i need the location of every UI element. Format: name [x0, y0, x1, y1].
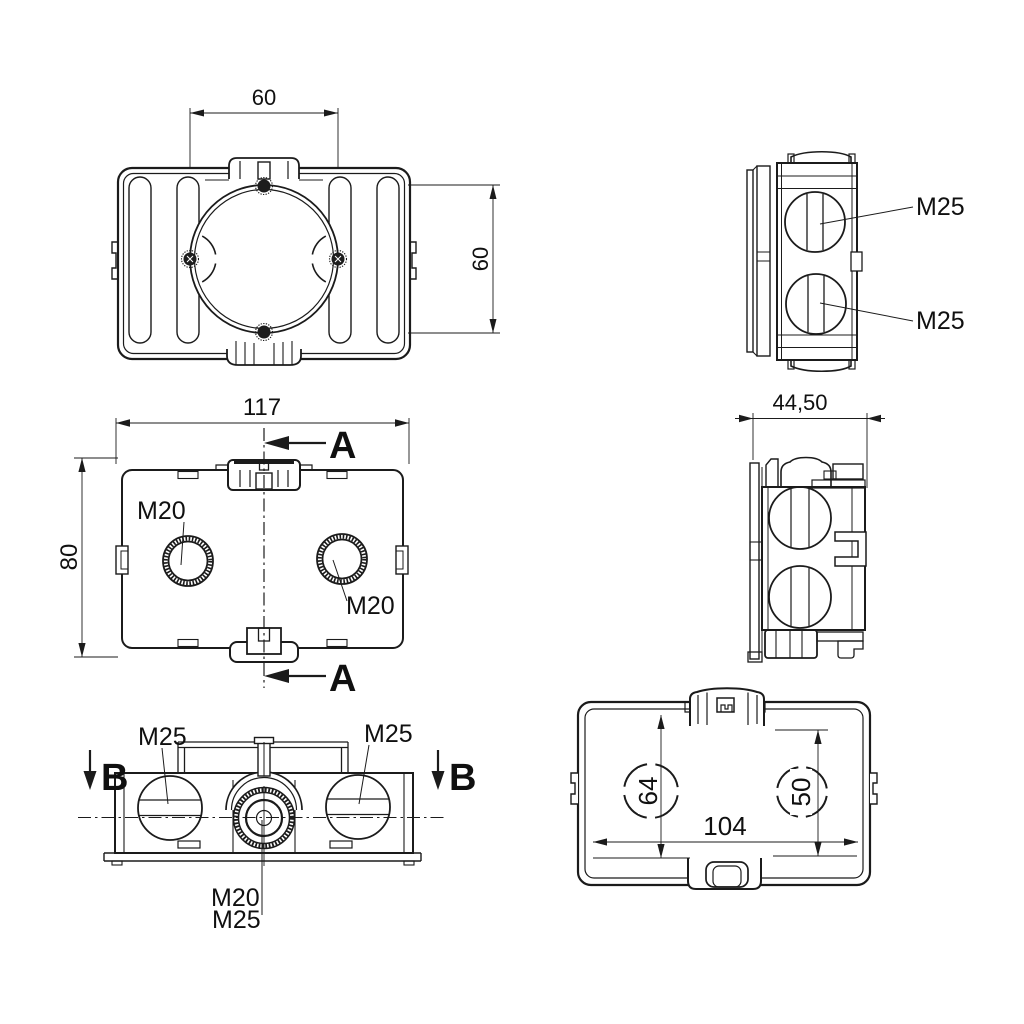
dim-back-span: 104	[593, 811, 858, 846]
dim-top-circle: 60	[408, 184, 500, 334]
leader-m25-bottom	[819, 302, 914, 322]
top-tab-latch	[257, 161, 271, 180]
knockout-m20-left	[162, 535, 214, 587]
label-m25-bottom: M25	[916, 307, 965, 335]
section-label-b-right: B	[449, 757, 476, 799]
section-arrow-a-top: A	[264, 425, 356, 467]
knockout-circle-top	[768, 486, 832, 550]
recess-circle-64	[623, 763, 679, 819]
side-bottom-tab	[790, 360, 852, 373]
dim-recess-left-label: 64	[633, 777, 663, 806]
label-m20-left: M20	[137, 497, 186, 525]
dim-front-height-label: 80	[56, 544, 83, 571]
screw-heads	[180, 176, 348, 342]
label-m25-left: M25	[138, 723, 187, 751]
dim-recess-left: 64	[593, 715, 690, 859]
leader-m25-left	[161, 747, 169, 805]
back-inner-body	[584, 708, 864, 879]
back-right-lug	[870, 772, 878, 805]
section-label-a-bottom: A	[329, 658, 356, 700]
section-arrow-b-right: B	[431, 750, 476, 799]
side-top-tab	[780, 456, 832, 487]
label-m20-right: M20	[346, 592, 395, 620]
dim-recess-right-label: 50	[786, 778, 816, 807]
view-side-lower: 44,50	[735, 390, 885, 663]
dim-top-width-label: 60	[252, 85, 276, 110]
side-clamp	[834, 531, 867, 567]
front-right-lug	[395, 545, 409, 575]
dim-depth-label: 44,50	[772, 390, 827, 415]
leader-m20-right	[332, 559, 348, 602]
top-view-bottom-tab	[226, 349, 302, 366]
knockout-m25-top	[784, 191, 846, 253]
dim-top-circle-label: 60	[468, 247, 493, 271]
dim-back-span-label: 104	[703, 811, 746, 841]
knockout-m25-left	[137, 775, 203, 841]
label-m25-right: M25	[364, 720, 413, 748]
top-view-right-lug	[410, 241, 417, 280]
dim-top-width: 60	[189, 85, 339, 168]
label-center-m25: M25	[212, 906, 261, 934]
claw-pocket-right	[311, 235, 327, 283]
knockout-m25-right	[325, 774, 391, 840]
section-arrow-b-left: B	[83, 750, 128, 799]
leader-m20-left	[180, 521, 185, 566]
claw-pocket-left	[201, 235, 217, 283]
section-label-a-top: A	[329, 425, 356, 467]
dim-front-height: 80	[56, 457, 118, 658]
recess-circle-50	[776, 766, 828, 818]
rib-slot	[128, 176, 152, 344]
view-bottom: B B M25 M25 M20 M25	[78, 720, 476, 934]
view-top: 60 60	[111, 85, 500, 366]
knockout-m25-bottom	[785, 273, 847, 335]
back-left-lug	[570, 772, 578, 805]
dim-front-width: 117	[115, 394, 410, 464]
device-opening-circle	[189, 184, 339, 334]
view-back: 64 50 104	[570, 687, 878, 890]
dim-depth: 44,50	[735, 390, 885, 488]
side-bottom-tab	[764, 629, 818, 659]
view-front: M20 M20 A A 117 80	[56, 394, 410, 700]
section-arrow-a-bottom: A	[264, 658, 356, 700]
side-top-tab	[790, 150, 852, 163]
leader-m25-right	[358, 744, 370, 805]
dim-recess-right: 50	[773, 729, 857, 857]
label-m25-top: M25	[916, 193, 965, 221]
leader-m25-top	[819, 206, 914, 225]
rib-slot	[376, 176, 400, 344]
flange-strip	[749, 462, 760, 660]
label-center-m20: M20	[211, 884, 260, 912]
view-side-upper: M25 M25	[746, 150, 965, 373]
dim-front-width-label: 117	[243, 394, 281, 421]
flange-strip	[746, 169, 754, 353]
knockout-circle-bottom	[768, 565, 832, 629]
front-left-lug	[115, 545, 129, 575]
section-label-b-left: B	[101, 757, 128, 799]
knockout-m20-right	[316, 533, 368, 585]
top-view-left-lug	[111, 241, 118, 280]
